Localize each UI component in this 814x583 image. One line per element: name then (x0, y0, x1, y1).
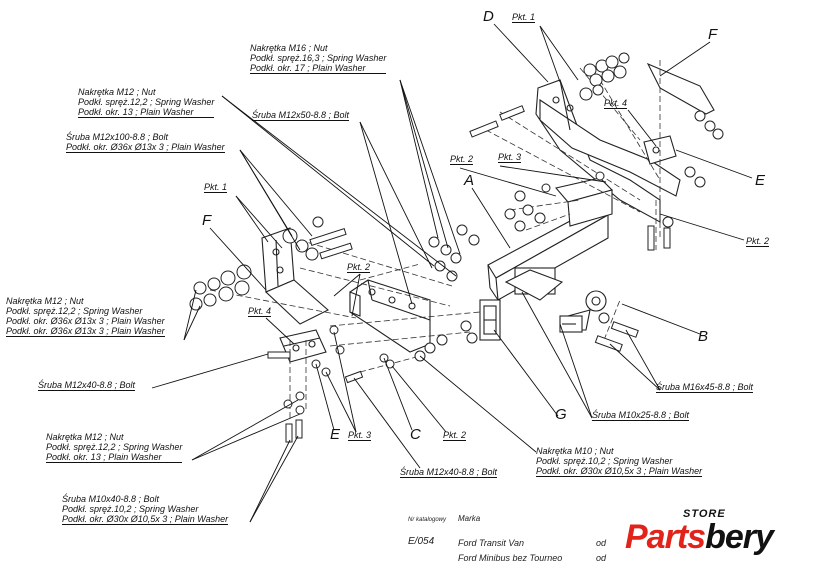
callout-bolt-m12x40-left: Śruba M12x40-8.8 ; Bolt (38, 380, 136, 391)
callout-nut-m12-left: Nakrętka M12 ; Nut Podkł. spręż.12,2 ; S… (6, 296, 165, 337)
callout-line: Podkł. okr. Ø36x Ø13x 3 ; Plain Washer (66, 142, 225, 153)
part-letter-a: A (464, 172, 475, 189)
callout-line: Podkł. okr. Ø36x Ø13x 3 ; Plain Washer (6, 316, 165, 326)
partsbery-logo: STORE Partsbery (625, 506, 800, 566)
part-letter-b: B (698, 328, 709, 345)
pkt-3-middle: Pkt. 3 (498, 152, 522, 163)
pkt-2-middle: Pkt. 2 (450, 154, 474, 165)
catalog-vehicle-2: Ford Minibus bez Tourneo (458, 553, 563, 563)
part-letter-f-left: F (202, 212, 212, 229)
callout-line: Podkł. okr. 17 ; Plain Washer (250, 63, 387, 74)
callout-bolt-m16x45: Śruba M16x45-8.8 ; Bolt (656, 382, 754, 393)
callout-line: Nakrętka M10 ; Nut (536, 446, 614, 456)
callout-bolt-m10x25: Śruba M10x25-8.8 ; Bolt (592, 410, 690, 421)
brand-name-part2: bery (705, 518, 774, 556)
callout-nut-m12-bottom: Nakrętka M12 ; Nut Podkł. spręż.12,2 ; S… (46, 432, 183, 463)
catalog-marka-label: Marka (458, 514, 481, 523)
catalog-vehicle-1: Ford Transit Van (458, 538, 525, 548)
catalog-nr-label: Nr katalogowy (408, 517, 447, 523)
hardware (189, 52, 724, 443)
callout-bolt-m12x40-bottom: Śruba M12x40-8.8 ; Bolt (400, 467, 498, 478)
callout-line: Podkł. okr. Ø30x Ø10,5x 3 ; Plain Washer (62, 514, 229, 525)
right-side-bracket (535, 62, 715, 223)
pkt-4-top: Pkt. 4 (604, 98, 628, 109)
callout-bolt-m10x40: Śruba M10x40-8.8 ; Bolt Podkł. spręż.10,… (62, 494, 229, 525)
left-upper-bracket (261, 227, 329, 325)
brand-name-part1: Parts (625, 518, 706, 556)
socket-plate (479, 299, 501, 341)
part-letter-c: C (410, 426, 421, 443)
part-letter-d: D (483, 8, 494, 25)
callout-line: Nakrętka M12 ; Nut (46, 432, 124, 442)
callout-line: Śruba M12x100-8.8 ; Bolt (66, 132, 169, 142)
callout-bolt-m12x100: Śruba M12x100-8.8 ; Bolt Podkł. okr. Ø36… (66, 132, 225, 153)
part-letter-e-right: E (755, 172, 766, 189)
pkt-2-left: Pkt. 2 (347, 262, 371, 273)
tow-ball (559, 290, 607, 333)
middle-clamp (554, 177, 614, 227)
callout-line: Nakrętka M12 ; Nut (78, 87, 156, 97)
pkt-1-top: Pkt. 1 (512, 12, 536, 23)
brand-name: Partsbery (625, 518, 774, 557)
callout-line: Nakrętka M16 ; Nut (250, 43, 328, 53)
alignment-lines (209, 60, 661, 420)
brand-store-text: STORE (683, 508, 726, 520)
pkt-2-bottom: Pkt. 2 (443, 430, 467, 441)
part-letter-e-bottom: E (330, 426, 341, 443)
callout-line: Podkł. spręż.12,2 ; Spring Washer (78, 97, 215, 107)
callout-line: Podkł. spręż.16,3 ; Spring Washer (250, 53, 387, 63)
callout-line: Podkł. okr. Ø30x Ø10,5x 3 ; Plain Washer (536, 466, 703, 477)
callout-line: Podkł. okr. 13 ; Plain Washer (78, 107, 215, 118)
pkt-4-left: Pkt. 4 (248, 306, 272, 317)
pkt-3-bottom: Pkt. 3 (348, 430, 372, 441)
callout-line: Podkł. spręż.10,2 ; Spring Washer (536, 456, 673, 466)
callout-line: Podkł. okr. Ø36x Ø13x 3 ; Plain Washer (6, 326, 165, 337)
pkt-2-right: Pkt. 2 (746, 236, 770, 247)
callout-line: Nakrętka M12 ; Nut (6, 296, 84, 306)
callout-nut-m10: Nakrętka M10 ; Nut Podkł. spręż.10,2 ; S… (536, 446, 703, 477)
part-letter-f-top: F (708, 26, 718, 43)
part-letter-g: G (555, 406, 567, 423)
callout-line: Podkł. okr. 13 ; Plain Washer (46, 452, 183, 463)
catalog-number: E/054 (408, 536, 435, 547)
callout-line: Podkł. spręż.12,2 ; Spring Washer (46, 442, 183, 452)
catalog-od-2: od (596, 553, 607, 563)
callout-line: Podkł. spręż.10,2 ; Spring Washer (62, 504, 199, 514)
callout-bolt-m12x50: Śruba M12x50-8.8 ; Bolt (252, 110, 350, 121)
pkt-1-left: Pkt. 1 (204, 182, 228, 193)
callout-line: Śruba M10x40-8.8 ; Bolt (62, 494, 160, 504)
callout-line: Podkł. spręż.12,2 ; Spring Washer (6, 306, 143, 316)
leader-lines (151, 23, 753, 523)
callout-nut-m12-top: Nakrętka M12 ; Nut Podkł. spręż.12,2 ; S… (78, 87, 215, 118)
catalog-od-1: od (596, 538, 607, 548)
callout-nut-m16: Nakrętka M16 ; Nut Podkł. spręż.16,3 ; S… (250, 43, 387, 74)
